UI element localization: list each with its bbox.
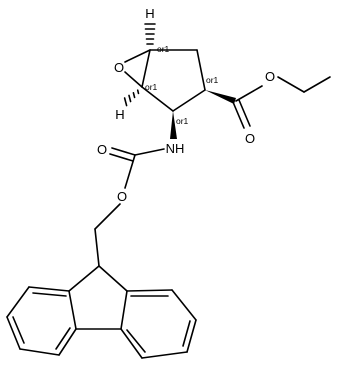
atom-label-n-carbamate: NH — [166, 141, 185, 156]
bond-o-ch2 — [94, 203, 121, 230]
bond-c5-c1 — [141, 49, 151, 88]
wedge-bond-amine — [170, 111, 177, 139]
stereo-label-top-carbon: or1 — [157, 44, 170, 54]
atom-label-h-top: H — [145, 6, 154, 21]
bond-c-o-ether — [124, 154, 136, 189]
atom-label-o-ester-ether: O — [265, 69, 275, 84]
wedge-bond-ester — [205, 90, 236, 104]
bond-n-carbonyl-c — [134, 148, 165, 156]
fluorenyl-group — [6, 265, 197, 359]
bond-carbonyl-a — [232, 101, 245, 129]
bond-carbonyl-b — [109, 153, 134, 162]
atom-label-o-ester-carbonyl: O — [245, 131, 255, 146]
bond-ch2-ch3 — [303, 76, 331, 93]
atom-label-h-left: H — [115, 107, 124, 122]
hashed-bond-top-h — [144, 23, 156, 45]
hashed-bond-left-h — [123, 89, 140, 107]
atom-label-o-carbamate-ether: O — [117, 189, 127, 204]
bond-c1-oxygen — [124, 49, 151, 63]
bond-o-ch2 — [277, 76, 305, 93]
stereo-label-ester-carbon: or1 — [206, 75, 219, 85]
bond-carbonyl-a — [111, 147, 136, 156]
bond-c4-c3 — [196, 49, 206, 91]
stereo-label-epoxide-carbon: or1 — [145, 82, 158, 92]
bond-ester-c-o — [235, 85, 263, 102]
bicyclic-core — [124, 49, 206, 112]
atom-label-o-epoxide: O — [114, 60, 124, 75]
ethyl-ester — [232, 76, 331, 129]
bond-c3-c2 — [172, 89, 206, 112]
bond-ch2-c9 — [94, 228, 100, 267]
atom-label-o-carbamate-carbonyl: O — [97, 142, 107, 157]
stereo-label-amine-carbon: or1 — [176, 116, 189, 126]
bond-c2-c5 — [141, 86, 174, 112]
carbamate — [94, 147, 165, 267]
bond-c5-oxygen — [124, 71, 143, 88]
bond-carbonyl-b — [238, 99, 251, 127]
